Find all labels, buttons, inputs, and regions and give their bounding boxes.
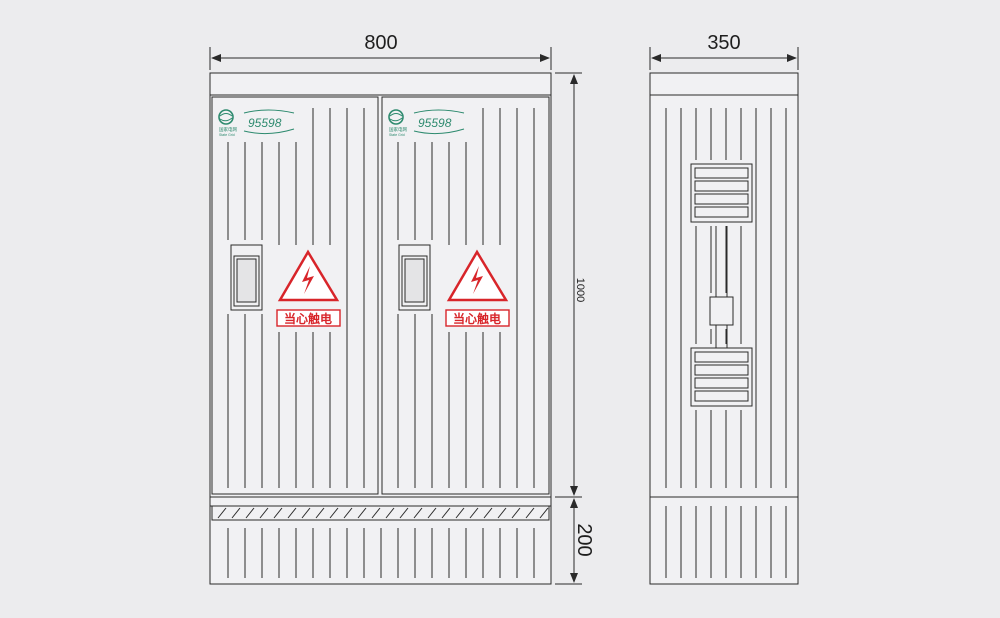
vent-hatch-mark <box>329 507 339 519</box>
side-view <box>649 72 799 585</box>
vent-hatch-mark <box>245 507 255 519</box>
front-width-dimension <box>209 47 552 70</box>
vent-hatch-mark <box>427 507 437 519</box>
vent-hatch-mark <box>413 507 423 519</box>
hotline-swoosh <box>243 109 295 135</box>
right-door <box>381 96 550 495</box>
brand-logo: 国家电网 State Grid 95598 <box>218 109 295 137</box>
left-door-details: 国家电网 State Grid 95598 当心触电 <box>218 109 341 327</box>
vent-hatch-marks <box>217 507 549 519</box>
vent-hatch-mark <box>217 507 227 519</box>
cabinet-height-label: 1000 <box>574 278 586 302</box>
vent-hatch-mark <box>371 507 381 519</box>
base-vertical-lines <box>227 528 535 578</box>
hotline-number: 95598 <box>248 116 282 130</box>
hotline-number: 95598 <box>418 116 452 130</box>
brand-caption-en: State Grid <box>219 133 235 137</box>
brand-globe-icon <box>218 109 234 125</box>
front-cabinet-outline <box>209 72 552 585</box>
warning-label-box <box>276 309 341 327</box>
brand-caption: 国家电网 <box>389 126 407 133</box>
vent-hatch-mark <box>525 507 535 519</box>
vent-hatch-mark <box>259 507 269 519</box>
brand-caption-en: State Grid <box>389 133 405 137</box>
door-grooves <box>227 108 535 488</box>
right-door-details: 国家电网 State Grid 95598 当心触电 <box>388 109 510 327</box>
side-latch-box <box>709 296 734 326</box>
vent-hatch-mark <box>343 507 353 519</box>
brand-globe-swirl <box>219 113 233 122</box>
warning-label: 当心触电 <box>284 311 332 326</box>
side-width-label: 350 <box>707 32 740 54</box>
brand-globe-icon <box>388 109 404 125</box>
brand-caption: 国家电网 <box>219 126 237 133</box>
vent-hatch-mark <box>385 507 395 519</box>
side-grooves <box>665 108 787 488</box>
vent-hatch-mark <box>231 507 241 519</box>
vent-hatch-mark <box>497 507 507 519</box>
vent-hatch-mark <box>511 507 521 519</box>
brand-logo: 国家电网 State Grid 95598 <box>388 109 465 137</box>
front-width-label: 800 <box>364 32 397 54</box>
warning-triangle-icon <box>446 249 509 302</box>
left-door <box>211 96 379 495</box>
height-dimension <box>555 72 582 585</box>
vent-hatch-mark <box>301 507 311 519</box>
vent-hatch-mark <box>273 507 283 519</box>
brand-globe-swirl <box>389 113 403 122</box>
vent-hatch-mark <box>483 507 493 519</box>
side-width-dimension <box>649 47 799 70</box>
warning-triangle-icon <box>277 249 340 302</box>
vent-hatch-mark <box>315 507 325 519</box>
front-vent-strip <box>211 505 550 521</box>
vent-hatch-mark <box>287 507 297 519</box>
base-height-label: 200 <box>573 523 595 556</box>
hotline-swoosh <box>413 109 465 135</box>
vent-hatch-mark <box>441 507 451 519</box>
vent-hatch-mark <box>539 507 549 519</box>
vent-hatch-mark <box>357 507 367 519</box>
upper-louver-vent <box>690 163 753 223</box>
vent-hatch-mark <box>469 507 479 519</box>
door-handle <box>398 244 431 311</box>
side-cabinet-outline <box>649 72 799 585</box>
vent-hatch-mark <box>455 507 465 519</box>
lower-louver-vent <box>690 347 753 407</box>
warning-label: 当心触电 <box>453 311 501 326</box>
door-handle <box>230 244 263 311</box>
side-base-lines <box>665 506 787 578</box>
front-view <box>209 72 552 585</box>
warning-label-box <box>445 309 510 327</box>
vent-hatch-mark <box>399 507 409 519</box>
